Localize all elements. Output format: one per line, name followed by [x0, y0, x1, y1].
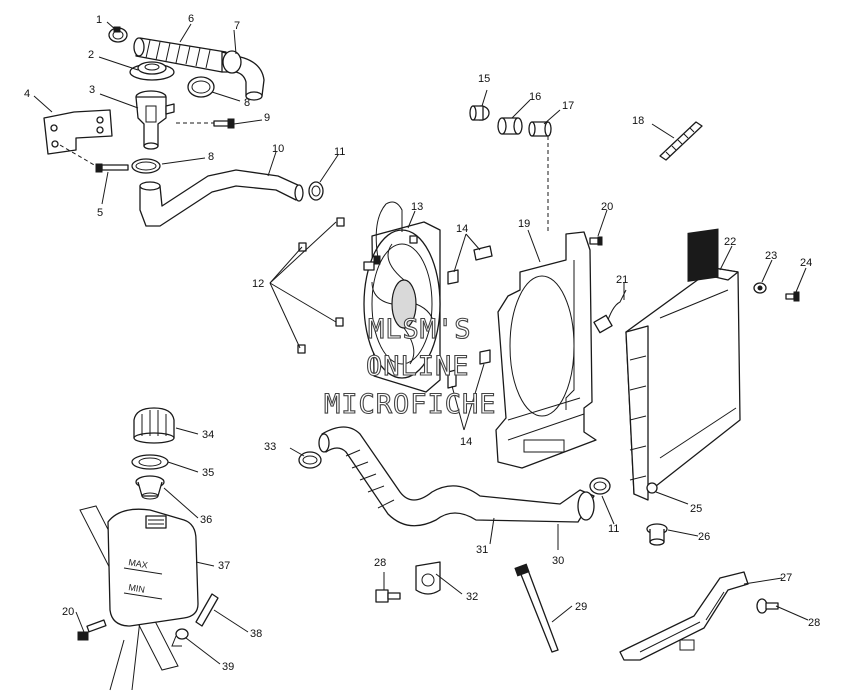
callout-5: 5: [97, 207, 103, 219]
part-4-mounting-bracket[interactable]: [43, 109, 113, 155]
callout-2: 2: [88, 49, 94, 61]
part-36-neck-insert[interactable]: [135, 475, 165, 500]
part-25-drain-fitting[interactable]: [646, 482, 658, 494]
part-15-grommet[interactable]: [469, 105, 490, 121]
callout-labels: 1 6 7 2 8 3 4 9 8 5 10 11 12 13 14 14 15…: [24, 13, 820, 673]
callout-12: 12: [252, 278, 264, 290]
part-20-screw-lower[interactable]: [77, 619, 107, 641]
callout-4: 4: [24, 88, 30, 100]
callout-20-upper: 20: [601, 201, 613, 213]
callout-leader-lines: [33, 21, 809, 665]
part-20-screw-upper[interactable]: [589, 236, 603, 246]
part-12-screws[interactable]: [297, 217, 345, 354]
callout-1: 1: [96, 14, 102, 26]
part-13-cooling-fan[interactable]: [363, 201, 441, 393]
part-38-overflow-tube[interactable]: [195, 593, 219, 627]
callout-8-lower: 8: [208, 151, 214, 163]
callout-14-upper: 14: [456, 223, 468, 235]
part-27-radiator-bracket[interactable]: [619, 571, 749, 661]
part-23-washer[interactable]: [753, 282, 767, 294]
part-11-clamp-lower[interactable]: [589, 477, 611, 495]
part-32-p-clip[interactable]: [415, 561, 441, 595]
callout-38: 38: [250, 628, 262, 640]
part-9-screw[interactable]: [213, 118, 235, 129]
callout-18: 18: [632, 115, 644, 127]
callout-33: 33: [264, 441, 276, 453]
callout-8-upper: 8: [244, 97, 250, 109]
callout-36: 36: [200, 514, 212, 526]
watermark-line-2: ONLINE: [366, 351, 470, 382]
callout-34: 34: [202, 429, 214, 441]
callout-16: 16: [529, 91, 541, 103]
callout-27: 27: [780, 572, 792, 584]
part-18-strap[interactable]: [659, 121, 703, 161]
callout-30: 30: [552, 555, 564, 567]
callout-3: 3: [89, 84, 95, 96]
part-8-clamp-upper[interactable]: [187, 76, 215, 98]
callout-21: 21: [616, 274, 628, 286]
part-34-tank-cap[interactable]: [133, 407, 175, 444]
callout-28-right: 28: [808, 617, 820, 629]
watermark-line-1: MLSM'S: [368, 314, 472, 345]
callout-32: 32: [466, 591, 478, 603]
part-7-hose-elbow[interactable]: [221, 50, 265, 101]
callout-25: 25: [690, 503, 702, 515]
part-29-mounting-rod[interactable]: [514, 563, 559, 653]
callout-11-upper: 11: [334, 146, 345, 158]
callout-31: 31: [476, 544, 488, 556]
callout-9: 9: [264, 112, 270, 124]
part-39-tube-clamp[interactable]: [171, 628, 189, 647]
callout-26: 26: [698, 531, 710, 543]
callout-23: 23: [765, 250, 777, 262]
part-26-grommet[interactable]: [646, 523, 668, 546]
callout-24: 24: [800, 257, 812, 269]
part-1-hose-clamp[interactable]: [108, 26, 128, 43]
part-31-lower-hose[interactable]: [318, 426, 595, 527]
part-28-bolt-right[interactable]: [756, 598, 779, 614]
callout-17: 17: [562, 100, 574, 112]
part-21-temp-sensor[interactable]: [593, 289, 627, 334]
callout-35: 35: [202, 467, 214, 479]
part-30-hose-end[interactable]: [577, 491, 595, 521]
part-16-spacer[interactable]: [497, 117, 523, 135]
part-37-coolant-reservoir[interactable]: MAX MIN: [79, 505, 199, 691]
part-10-filler-hose[interactable]: [139, 169, 304, 227]
callout-11-lower: 11: [608, 523, 619, 535]
callout-19: 19: [518, 218, 530, 230]
part-33-clamp[interactable]: [298, 451, 322, 469]
tank-max-marking: MAX: [128, 557, 149, 570]
part-2-cap[interactable]: [129, 61, 175, 81]
part-5-bolt[interactable]: [95, 163, 129, 173]
watermark-line-3: MICROFICHE: [324, 389, 497, 420]
part-17-bushing[interactable]: [528, 121, 552, 137]
callout-13: 13: [411, 201, 423, 213]
callout-37: 37: [218, 560, 230, 572]
part-8-clamp-lower[interactable]: [131, 158, 161, 174]
callout-6: 6: [188, 13, 194, 25]
part-35-seal-ring[interactable]: [131, 454, 169, 470]
part-11-clamp-upper[interactable]: [308, 181, 324, 201]
callout-29: 29: [575, 601, 587, 613]
callout-20-lower: 20: [62, 606, 74, 618]
callout-10: 10: [272, 143, 284, 155]
part-22-radiator[interactable]: [625, 228, 741, 501]
callout-22: 22: [724, 236, 736, 248]
part-24-bolt[interactable]: [785, 291, 800, 302]
callout-15: 15: [478, 73, 490, 85]
tank-min-marking: MIN: [128, 582, 146, 595]
callout-28-center: 28: [374, 557, 386, 569]
callout-7: 7: [234, 20, 240, 32]
watermark: MLSM'S ONLINE MICROFICHE: [323, 313, 497, 420]
part-28-bolt-center[interactable]: [375, 589, 401, 603]
callout-39: 39: [222, 661, 234, 673]
part-3-filler-neck[interactable]: [135, 90, 175, 150]
part-19-fan-shroud[interactable]: [495, 231, 597, 469]
part-6-upper-hose[interactable]: [133, 37, 227, 73]
callout-14-lower: 14: [460, 436, 472, 448]
